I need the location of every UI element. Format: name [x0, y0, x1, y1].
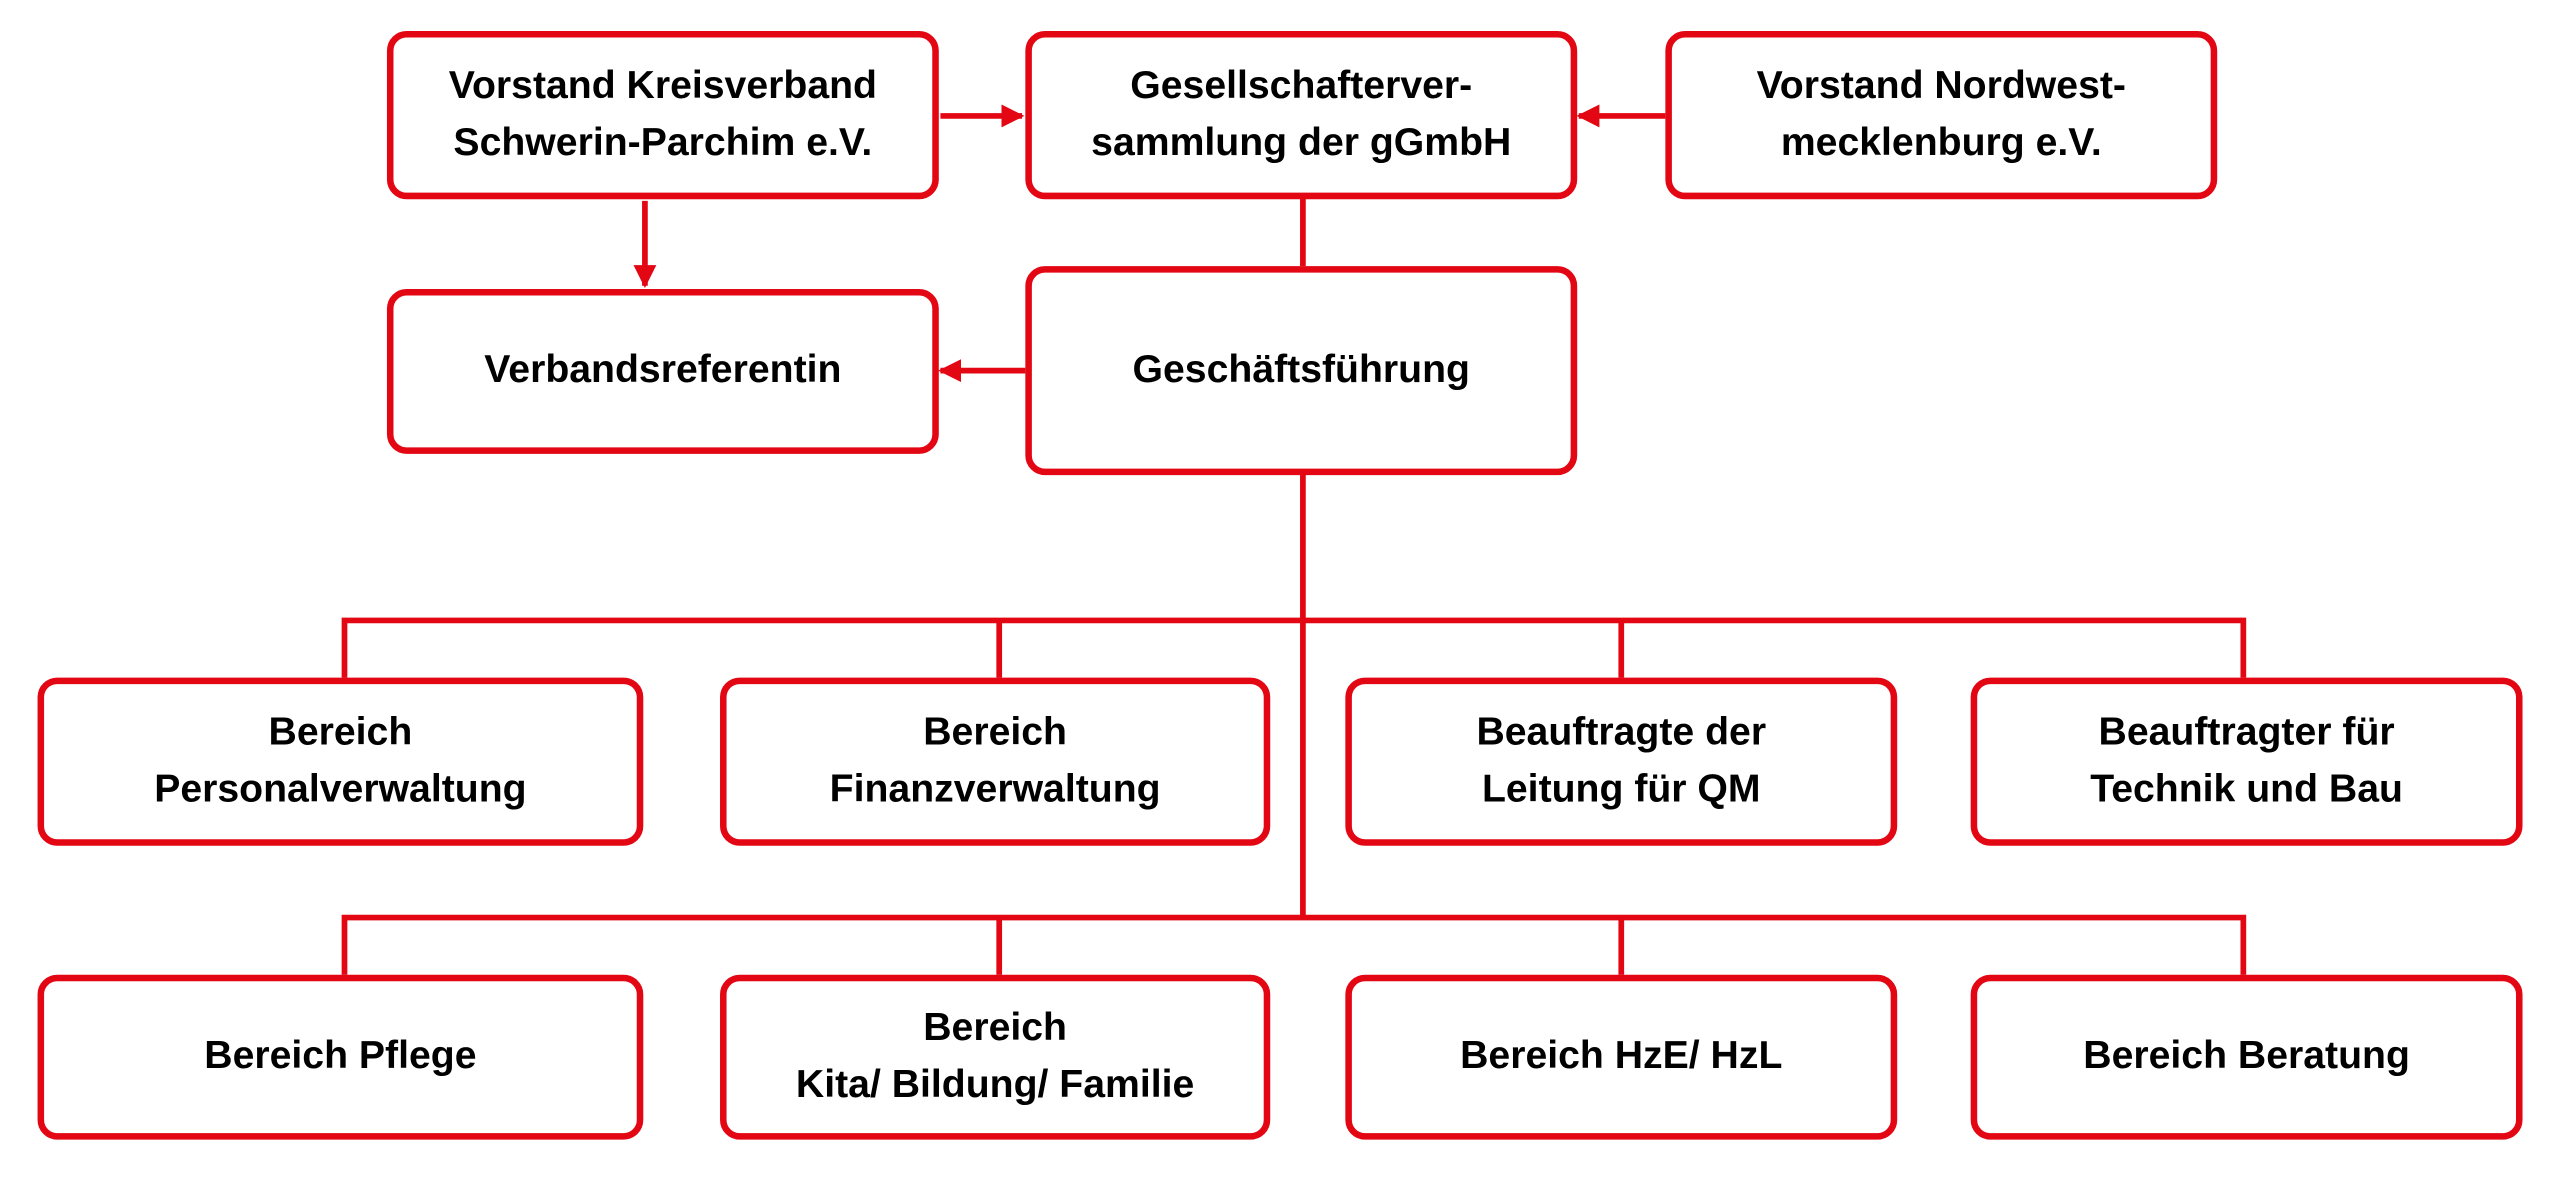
node-personalverwaltung: Bereich Personalverwaltung [37, 677, 644, 846]
node-kita: Bereich Kita/ Bildung/ Familie [720, 974, 1271, 1140]
node-vorstand-nwm: Vorstand Nordwest- mecklenburg e.V. [1665, 31, 2218, 200]
line-row3-bus [341, 617, 2247, 678]
node-verbandsreferentin: Verbandsreferentin [386, 288, 939, 454]
node-geschaeftsfuehrung: Geschäftsführung [1025, 266, 1578, 476]
node-finanzverwaltung: Bereich Finanzverwaltung [720, 677, 1271, 846]
node-hze-hzl: Bereich HzE/ HzL [1345, 974, 1898, 1140]
node-beratung: Bereich Beratung [1970, 974, 2523, 1140]
node-pflege: Bereich Pflege [37, 974, 644, 1140]
node-gesellschafterversammlung: Gesellschafterver- sammlung der gGmbH [1025, 31, 1578, 200]
line-row4-bus [341, 914, 2247, 975]
node-technik-bau: Beauftragter für Technik und Bau [1970, 677, 2523, 846]
node-qm: Beauftragte der Leitung für QM [1345, 677, 1898, 846]
node-vorstand-schwerin: Vorstand Kreisverband Schwerin-Parchim e… [386, 31, 939, 200]
